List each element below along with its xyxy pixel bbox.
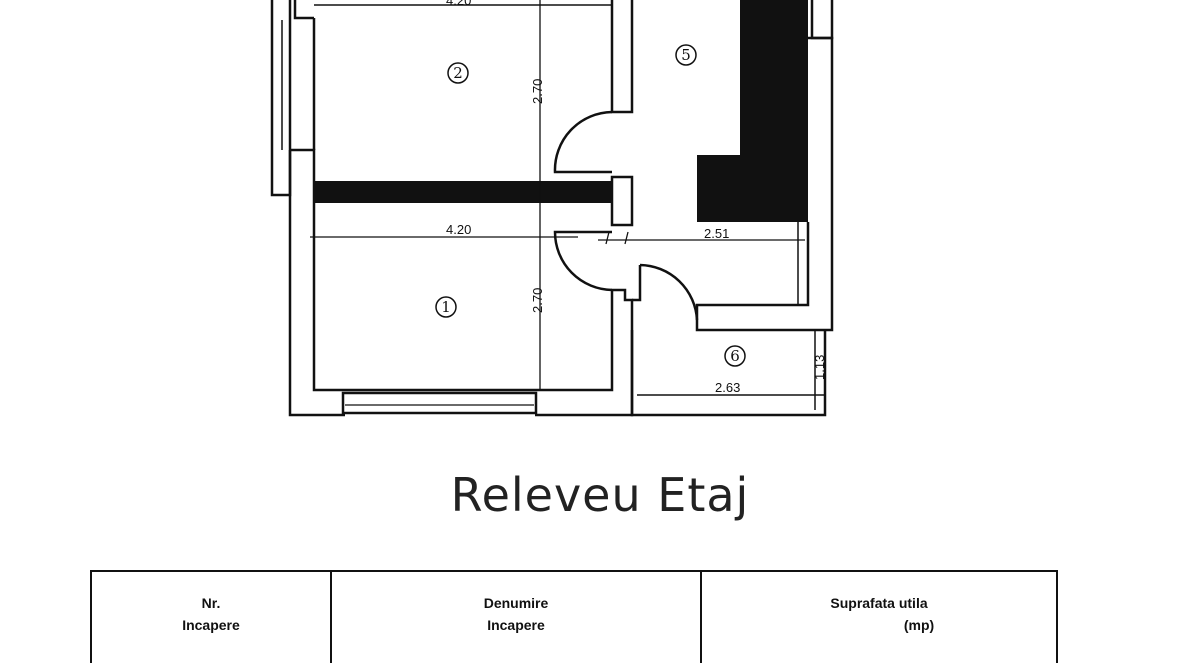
page-title: Releveu Etaj: [450, 468, 750, 522]
header-line: Incapere: [182, 617, 240, 633]
floor-plan: 4.20 2.70 4.20 2.70 2.51 2.63 1.13 1 2 5…: [270, 0, 834, 417]
right-window: [810, 0, 834, 40]
dim-room6-width: 2.63: [715, 380, 740, 395]
door-room2: [553, 110, 613, 174]
dim-room6-height: 1.13: [812, 355, 827, 380]
table-header-row: Nr. Incapere Denumire Incapere Suprafata…: [90, 570, 1058, 663]
dim-room1-height: 2.70: [530, 288, 545, 313]
room-number-2: 2: [453, 64, 463, 82]
rooms-table: Nr. Incapere Denumire Incapere Suprafata…: [90, 570, 1058, 663]
bottom-window: [341, 391, 538, 415]
dim-top-width: 4.20: [446, 0, 471, 8]
header-line: Incapere: [487, 617, 545, 633]
dim-room1-width: 4.20: [446, 222, 471, 237]
dim-room2-height: 2.70: [530, 79, 545, 104]
left-window: [270, 0, 292, 197]
header-room-number: Nr. Incapere: [90, 570, 332, 663]
header-line: Suprafata utila: [830, 595, 928, 611]
header-line: Nr.: [201, 595, 221, 611]
header-room-name: Denumire Incapere: [330, 570, 702, 663]
door-room6: [632, 263, 699, 321]
header-line: (mp): [903, 617, 935, 633]
room-number-1: 1: [441, 298, 451, 316]
room-number-5: 5: [681, 46, 691, 64]
dim-room5-width: 2.51: [704, 226, 729, 241]
room-number-6: 6: [730, 347, 740, 365]
door-room1: [553, 230, 613, 292]
header-area: Suprafata utila (mp): [700, 570, 1058, 663]
header-line: Denumire: [483, 595, 549, 611]
interior-wall: [314, 181, 612, 203]
